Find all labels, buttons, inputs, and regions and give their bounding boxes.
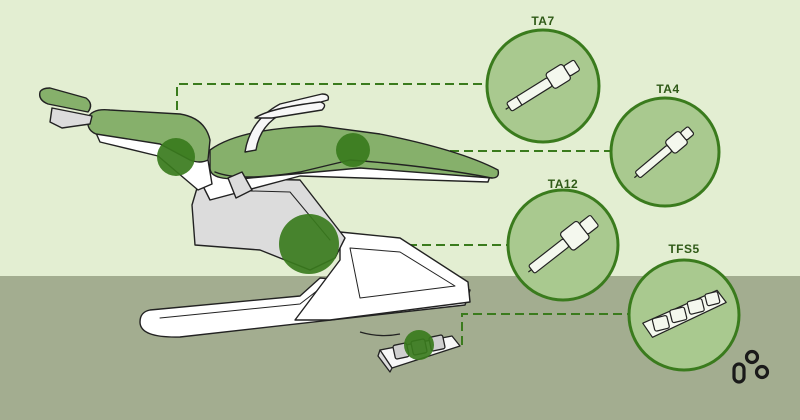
foot-switch-front xyxy=(377,349,393,373)
callout-label-tfs5: TFS5 xyxy=(668,242,699,256)
callout-ta4: TA4 xyxy=(609,82,721,208)
callout-label-ta12: TA12 xyxy=(548,177,578,191)
marker-backrest xyxy=(157,138,195,176)
callout-label-ta4: TA4 xyxy=(656,82,679,96)
highlight-markers xyxy=(157,133,370,274)
chair-armrest-top xyxy=(254,101,326,119)
marker-lift-column xyxy=(279,214,339,274)
marker-foot-switch xyxy=(404,330,434,360)
linear-actuator-icon xyxy=(527,215,599,274)
callout-label-ta7: TA7 xyxy=(531,14,554,28)
chair-pedestal-panel xyxy=(349,247,456,299)
linear-actuator-icon xyxy=(505,59,580,112)
callout-ta12: TA12 xyxy=(506,177,620,302)
brand-logo-icon xyxy=(732,349,770,384)
foot-switch-illustration xyxy=(359,330,461,373)
foot-switch-icon xyxy=(642,289,727,338)
chair-hinge-block xyxy=(227,171,253,199)
dental-chair-illustration xyxy=(38,87,500,338)
callout-ta7: TA7 xyxy=(485,14,601,144)
chair-armrest xyxy=(244,93,330,153)
foot-switch-cable xyxy=(359,331,401,337)
chair-headrest xyxy=(38,87,92,113)
callout-tfs5: TFS5 xyxy=(627,242,741,372)
chair-base-highlight xyxy=(159,289,319,319)
chair-pedestal xyxy=(294,231,471,321)
marker-seat xyxy=(336,133,370,167)
chair-headrest-mount xyxy=(49,107,93,129)
linear-actuator-icon xyxy=(633,126,695,179)
